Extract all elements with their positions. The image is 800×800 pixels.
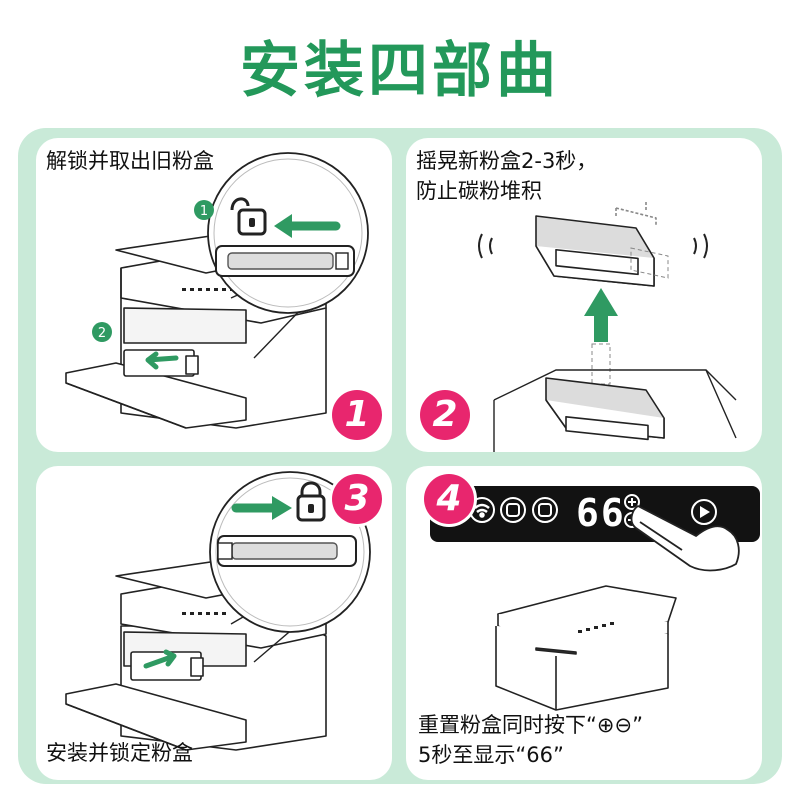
step-1-badge: 1 bbox=[332, 390, 382, 440]
marker-1-icon bbox=[194, 200, 214, 220]
marker-1-label: 1 bbox=[200, 204, 208, 219]
step-3-panel: 3 安装并锁定粉盒 bbox=[36, 466, 392, 780]
marker-2-label: 2 bbox=[98, 326, 106, 341]
button-3-icon bbox=[532, 497, 558, 523]
arrow-up-icon bbox=[584, 288, 618, 342]
step-3-illustration bbox=[65, 471, 371, 751]
step-2-panel: 摇晃新粉盒2-3秒， 防止碳粉堆积 bbox=[406, 138, 762, 452]
step-1-caption: 解锁并取出旧粉盒 bbox=[46, 149, 214, 173]
step-3-badge: 3 bbox=[332, 474, 382, 524]
lock-open-icon bbox=[230, 197, 267, 236]
step-2-caption-line-1: 摇晃新粉盒2-3秒， bbox=[416, 149, 598, 173]
step-2-badge: 2 bbox=[420, 390, 470, 440]
step-4-caption-line-1: 重置粉盒同时按下“⊕⊖” bbox=[418, 713, 643, 737]
step-1-panel: 解锁并取出旧粉盒 bbox=[36, 138, 392, 452]
step-4-caption-line-2: 5秒至显示“66” bbox=[418, 743, 564, 767]
shake-marks-icon bbox=[478, 233, 708, 259]
step-4-badge: 4 bbox=[424, 474, 474, 524]
button-2-icon bbox=[500, 497, 526, 523]
step-2-illustration bbox=[478, 202, 737, 452]
step-1-illustration: 1 2 bbox=[65, 152, 369, 429]
plus-icon bbox=[624, 494, 640, 510]
step-4-panel: 66 4 重置粉盒同时按下“⊕⊖” 5秒至显示“66” bbox=[406, 466, 762, 780]
step-2-caption-line-2: 防止碳粉堆积 bbox=[416, 179, 542, 203]
display-value: 66 bbox=[576, 491, 626, 535]
page-title: 安装四部曲 bbox=[240, 36, 560, 106]
step-4-illustration: 66 bbox=[430, 486, 760, 711]
step-3-caption: 安装并锁定粉盒 bbox=[46, 741, 193, 765]
play-icon bbox=[691, 499, 717, 525]
arrow-right-icon bbox=[143, 649, 177, 669]
lock-closed-icon bbox=[296, 481, 326, 522]
hand-icon bbox=[630, 505, 740, 572]
marker-2-icon bbox=[92, 322, 112, 342]
arrow-left-icon bbox=[145, 351, 179, 370]
